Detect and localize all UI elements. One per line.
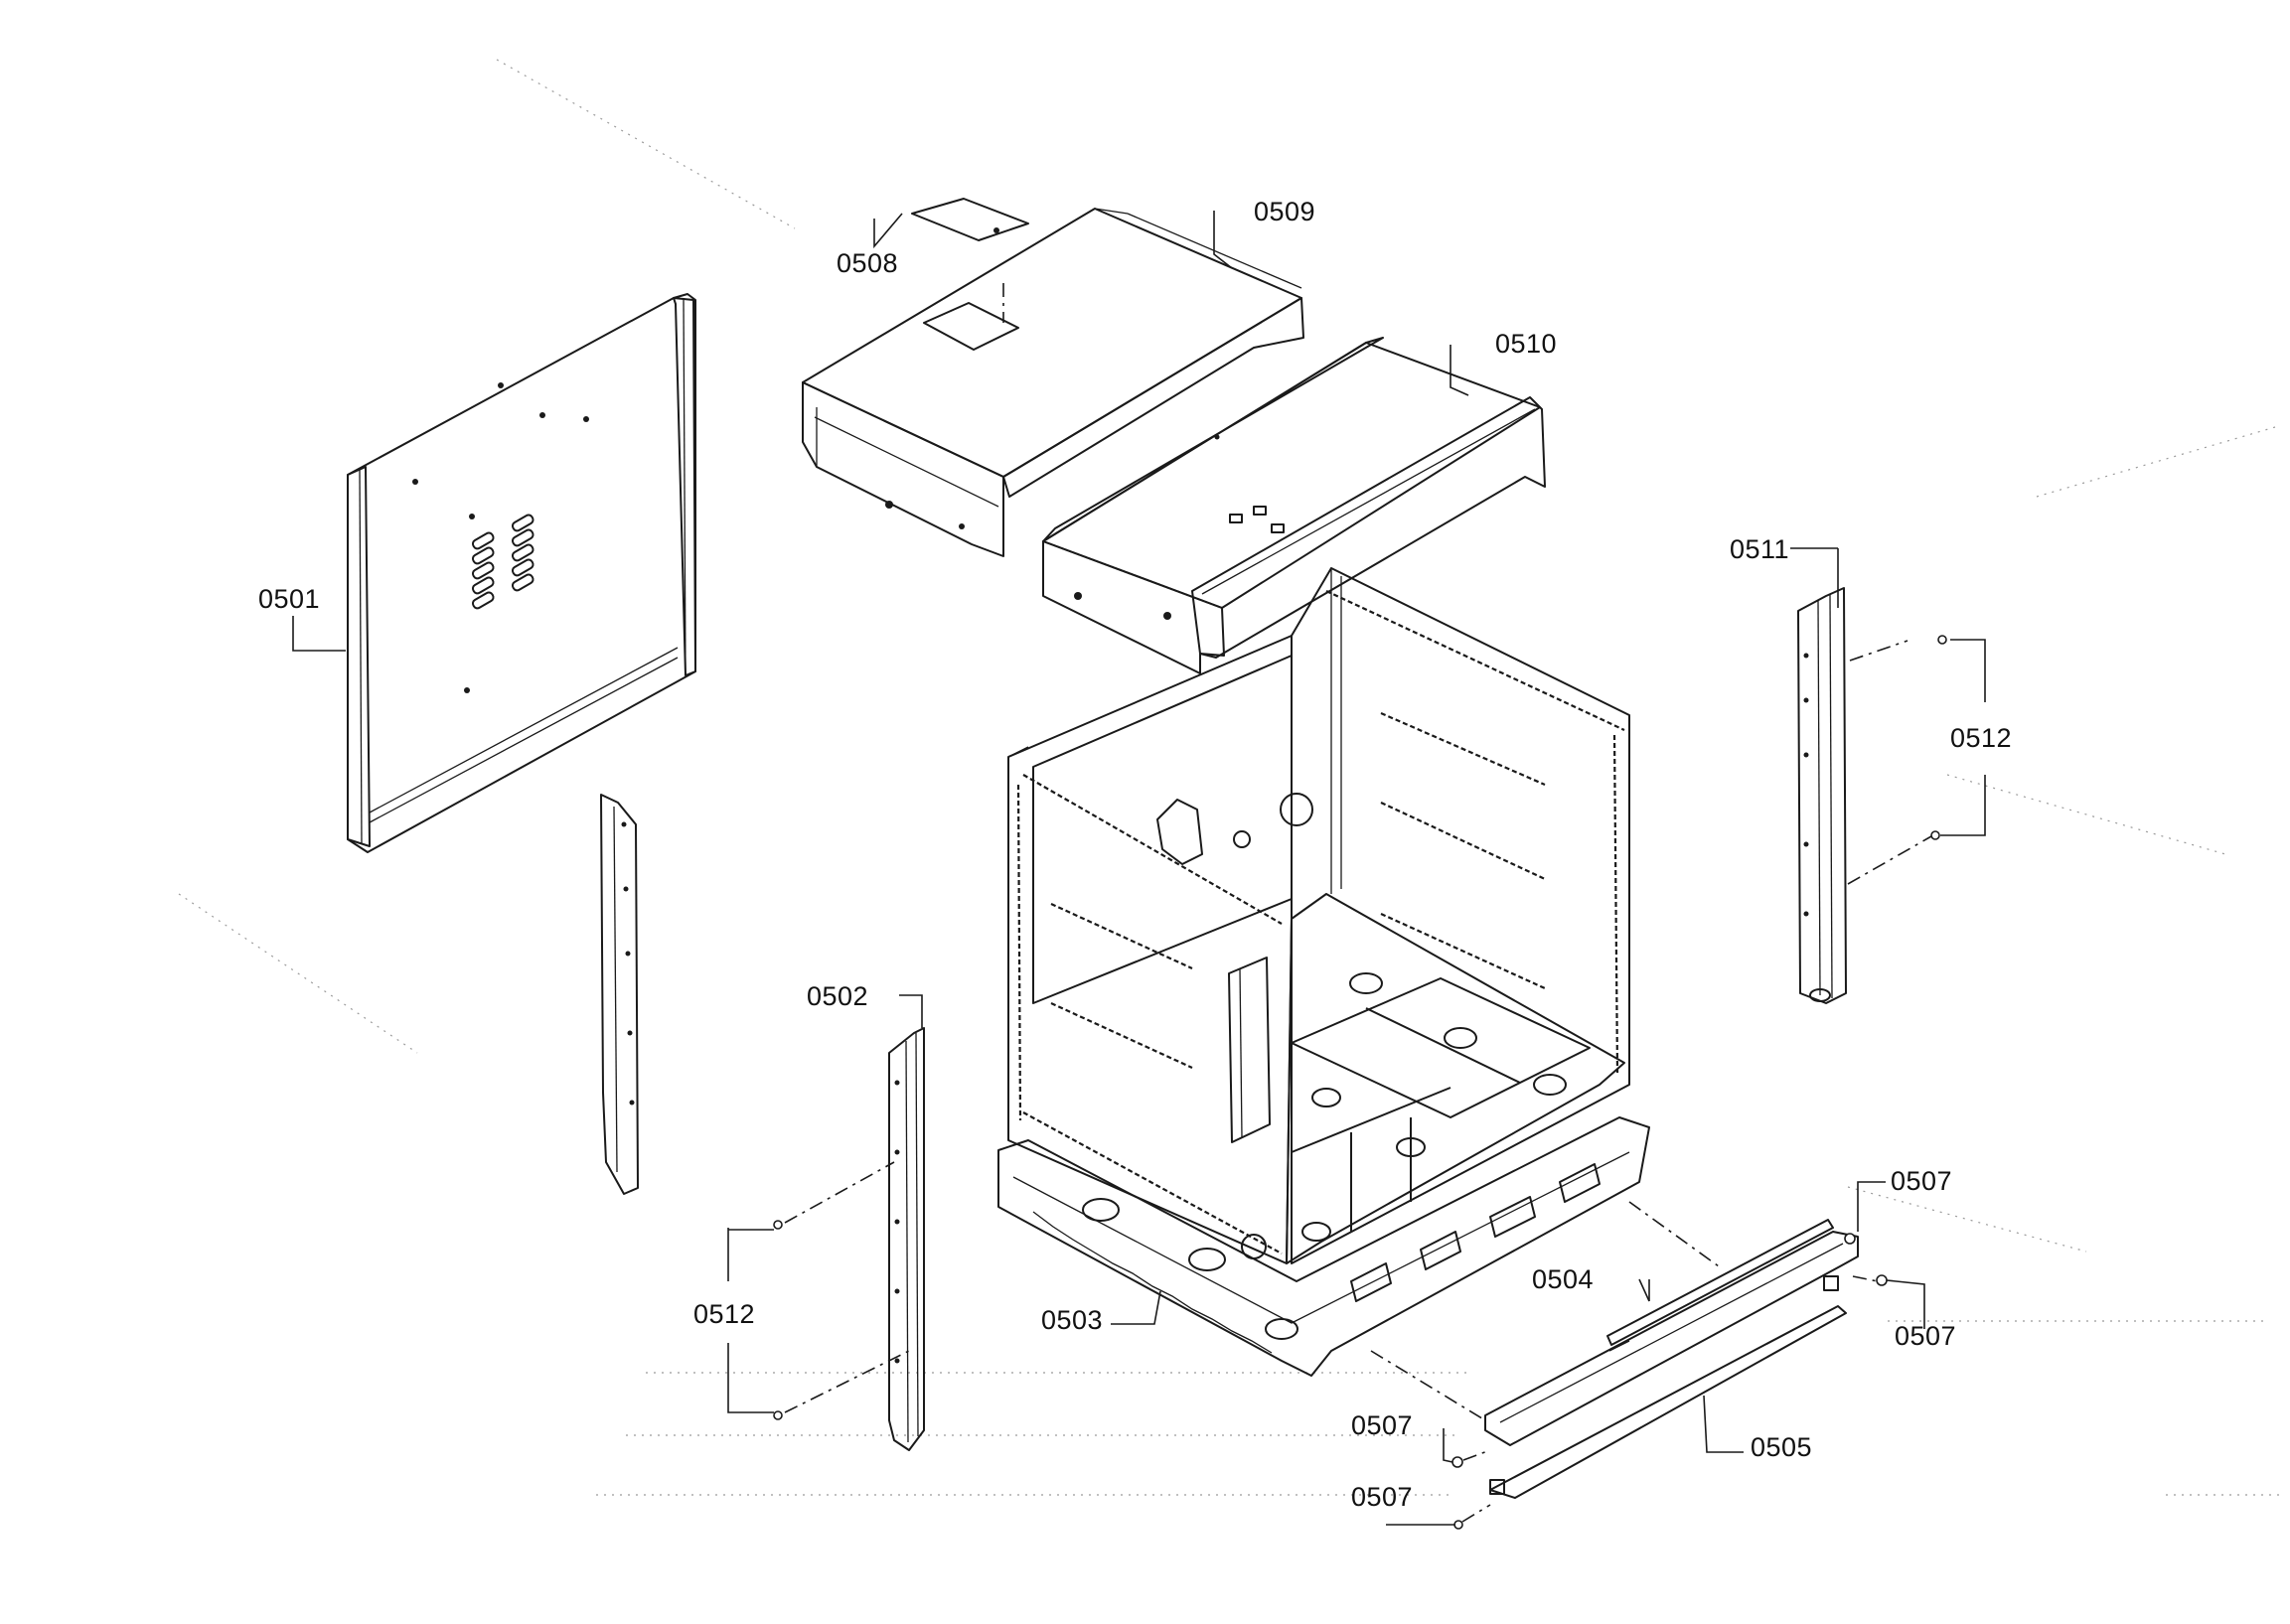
callout-0510: 0510 bbox=[1495, 329, 1558, 359]
base-frame-tabs bbox=[1350, 1163, 1601, 1302]
trim-strip-0504 bbox=[1606, 1219, 1834, 1352]
floor-dividers bbox=[1291, 977, 1591, 1232]
background-guide-lines bbox=[178, 59, 2285, 1496]
cavity-rack-slots bbox=[1050, 711, 1546, 1070]
screw-icon bbox=[1453, 1520, 1463, 1530]
screw-icon bbox=[1844, 1233, 1856, 1245]
cover-plate-0508 bbox=[911, 198, 1029, 241]
callout-0509: 0509 bbox=[1254, 197, 1316, 226]
alignment-lines bbox=[784, 283, 1932, 1523]
callout-0502: 0502 bbox=[807, 981, 869, 1011]
screws-0507-0512 bbox=[773, 635, 1947, 1530]
callout-0503: 0503 bbox=[1041, 1305, 1104, 1335]
right-rail-0511 bbox=[1797, 587, 1847, 1004]
callout-0507-lowest: 0507 bbox=[1351, 1482, 1414, 1512]
element-bosses bbox=[1301, 972, 1567, 1242]
base-frame-skirt bbox=[1032, 1211, 1273, 1354]
callout-0508: 0508 bbox=[837, 248, 899, 278]
callout-0512-left: 0512 bbox=[693, 1299, 756, 1329]
vent-louvers bbox=[471, 514, 534, 610]
left-inner-rail bbox=[600, 794, 639, 1195]
screw-icon bbox=[1930, 830, 1940, 840]
top-duct-0509 bbox=[802, 208, 1304, 557]
left-front-rail-0502 bbox=[888, 1027, 925, 1451]
callout-0507-bottom: 0507 bbox=[1351, 1410, 1414, 1440]
callout-0507-right: 0507 bbox=[1895, 1321, 1957, 1351]
screw-icon bbox=[1937, 635, 1947, 645]
screw-icon bbox=[1876, 1274, 1888, 1286]
callout-0511: 0511 bbox=[1730, 534, 1790, 564]
oven-cavity-0503 bbox=[1007, 567, 1630, 1264]
base-frame-0503 bbox=[997, 1116, 1650, 1377]
callout-0507-top-right: 0507 bbox=[1891, 1166, 1953, 1196]
callout-0504: 0504 bbox=[1532, 1264, 1595, 1294]
callout-0512-right: 0512 bbox=[1950, 723, 2013, 753]
screw-icon bbox=[1451, 1456, 1463, 1468]
side-panel-0501 bbox=[347, 293, 696, 853]
screw-icon bbox=[773, 1220, 783, 1230]
leader-lines bbox=[292, 211, 1986, 1526]
callout-0501: 0501 bbox=[258, 584, 321, 614]
front-trim-bar-0505 bbox=[1484, 1231, 1859, 1499]
callout-0505: 0505 bbox=[1751, 1432, 1813, 1462]
bracket-housing-0510 bbox=[1042, 337, 1546, 674]
screw-icon bbox=[773, 1410, 783, 1420]
